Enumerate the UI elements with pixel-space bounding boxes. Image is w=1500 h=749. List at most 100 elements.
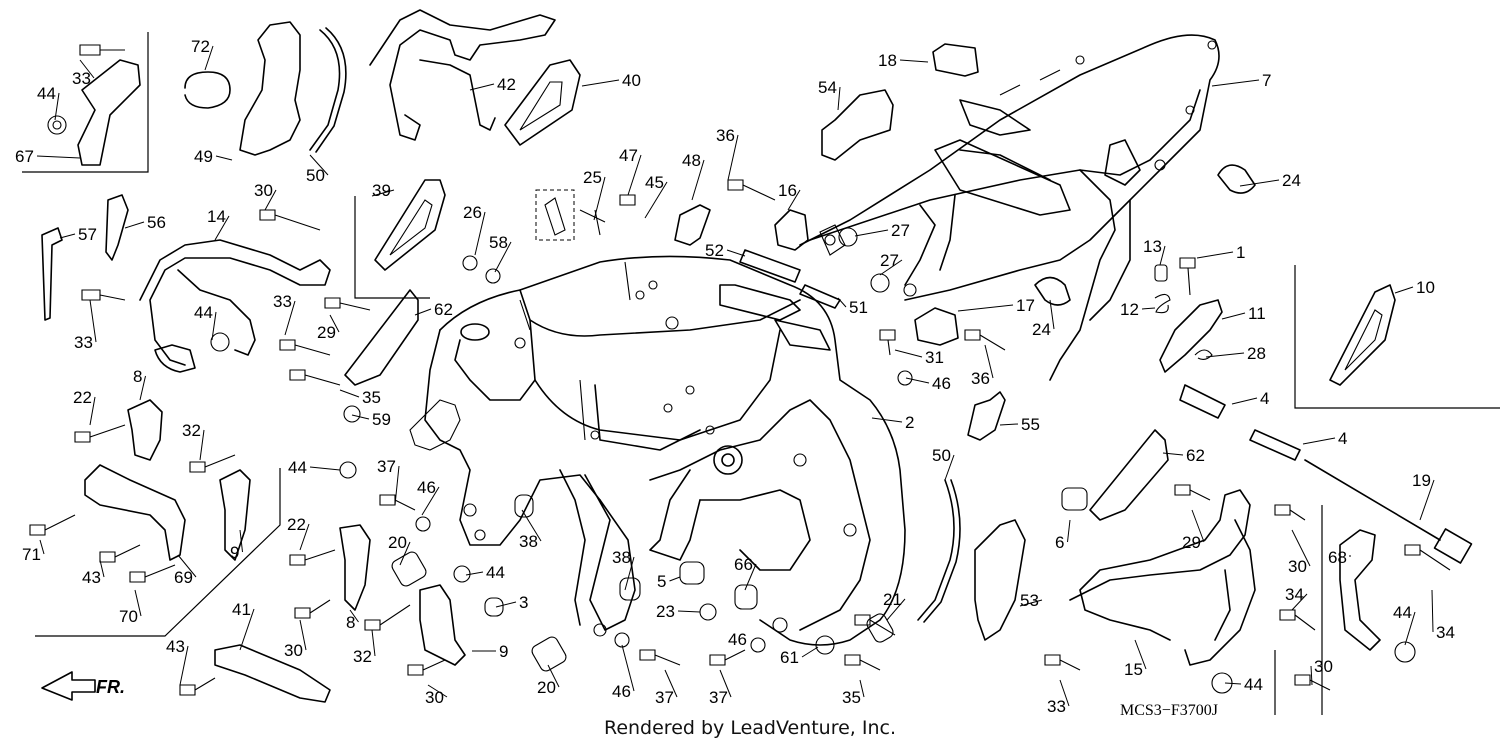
callout-c12: 12 xyxy=(1120,300,1139,319)
callout-c34b: 34 xyxy=(1436,623,1455,642)
callout-c43a: 43 xyxy=(82,568,101,587)
callout-leader-c62b xyxy=(1162,452,1184,456)
callout-leader-c37a xyxy=(394,465,400,506)
callout-c20b: 20 xyxy=(537,678,556,697)
callout-c44b: 44 xyxy=(194,303,213,322)
callout-leader-c30b xyxy=(299,619,307,651)
callout-c25: 25 xyxy=(583,168,602,187)
callout-leader-c41 xyxy=(239,608,255,651)
callout-c28: 28 xyxy=(1247,344,1266,363)
callout-c44a: 44 xyxy=(37,84,56,103)
callout-c30c: 30 xyxy=(425,688,444,707)
callout-leader-c59 xyxy=(351,414,370,420)
callout-leader-c61 xyxy=(801,646,819,658)
callout-leader-c30d xyxy=(1291,529,1311,567)
callout-leader-c33a xyxy=(79,59,95,79)
callout-c9b: 9 xyxy=(499,642,508,661)
callout-leader-c38a xyxy=(521,509,542,542)
callout-leader-c46b xyxy=(621,644,635,692)
callout-leader-c29b xyxy=(1191,509,1205,543)
callout-c69: 69 xyxy=(174,568,193,587)
callout-leader-c44e xyxy=(1224,682,1242,685)
callout-c33c: 33 xyxy=(273,292,292,311)
callout-c37a: 37 xyxy=(377,457,396,476)
callout-c6: 6 xyxy=(1055,533,1064,552)
callout-c30d: 30 xyxy=(1288,557,1307,576)
callout-c31: 31 xyxy=(925,348,944,367)
callout-c27a: 27 xyxy=(891,221,910,240)
callout-c57: 57 xyxy=(78,225,97,244)
callout-c39: 39 xyxy=(372,181,391,200)
group-frames xyxy=(22,32,1500,715)
callout-leader-c20b xyxy=(547,664,560,688)
callout-c15: 15 xyxy=(1124,660,1143,679)
callout-leader-c67 xyxy=(36,155,81,159)
callout-leader-c17 xyxy=(957,304,1014,312)
callout-leader-c12 xyxy=(1141,307,1156,310)
callout-c7: 7 xyxy=(1262,71,1271,90)
callout-c36b: 36 xyxy=(971,369,990,388)
callout-leader-c11 xyxy=(1221,312,1246,320)
callout-c8b: 8 xyxy=(346,613,355,632)
callout-leader-c22a xyxy=(89,396,96,426)
front-direction-label: FR. xyxy=(96,677,125,697)
callout-c50b: 50 xyxy=(932,446,951,465)
callout-leader-c30e xyxy=(1310,665,1313,686)
callout-c61: 61 xyxy=(780,648,799,667)
callout-c48: 48 xyxy=(682,151,701,170)
callout-c71: 71 xyxy=(22,545,41,564)
callout-leader-c70 xyxy=(134,589,142,617)
callout-c37c: 37 xyxy=(709,688,728,707)
small-parts xyxy=(29,9,1473,703)
callout-c23: 23 xyxy=(656,602,675,621)
callout-c55: 55 xyxy=(1021,415,1040,434)
callout-leader-c16 xyxy=(787,189,801,211)
callout-c18: 18 xyxy=(878,51,897,70)
callout-c59: 59 xyxy=(372,410,391,429)
callout-leader-c62a xyxy=(414,308,432,316)
callout-c46d: 46 xyxy=(932,374,951,393)
callout-c30b: 30 xyxy=(284,641,303,660)
callout-leader-c53 xyxy=(1019,599,1043,607)
callout-c10: 10 xyxy=(1416,278,1435,297)
callout-c20a: 20 xyxy=(388,533,407,552)
callout-leader-c40 xyxy=(581,79,620,87)
callout-labels: 1234456788991011121314151617181920202122… xyxy=(15,37,1455,716)
callout-leader-c46d xyxy=(905,377,930,384)
callout-c62b: 62 xyxy=(1186,446,1205,465)
callout-leader-c50b xyxy=(944,454,955,481)
callout-c30e: 30 xyxy=(1314,657,1333,676)
callout-leaders xyxy=(36,45,1435,707)
callout-leader-c22b xyxy=(299,523,310,551)
callout-leader-c37c xyxy=(719,669,732,698)
callout-leader-c30c xyxy=(427,684,448,698)
callout-c13: 13 xyxy=(1143,237,1162,256)
callout-c4b: 4 xyxy=(1338,429,1347,448)
callout-c33d: 33 xyxy=(1047,697,1066,716)
callout-leader-c15 xyxy=(1134,639,1147,670)
callout-leader-c26 xyxy=(474,211,486,256)
callout-leader-c33c xyxy=(284,300,296,336)
callout-leader-c66 xyxy=(744,563,757,591)
callout-c1: 1 xyxy=(1236,243,1245,262)
callout-leader-c32a xyxy=(199,429,205,461)
callout-leader-c24b xyxy=(1049,299,1055,330)
callout-c40: 40 xyxy=(622,71,641,90)
callout-leader-c42 xyxy=(469,83,495,91)
callout-leader-c30a xyxy=(264,189,277,211)
callout-leader-c57 xyxy=(59,233,76,239)
callout-leader-c36b xyxy=(984,344,994,379)
callout-c27b: 27 xyxy=(880,251,899,270)
callout-leader-c33b xyxy=(89,299,97,343)
callout-leader-c38b xyxy=(624,556,635,591)
callout-c68: 68 xyxy=(1328,548,1347,567)
callout-c54: 54 xyxy=(818,78,837,97)
callout-leader-c54 xyxy=(837,86,841,111)
callout-leader-c4a xyxy=(1231,397,1258,405)
callout-leader-c46a xyxy=(421,486,440,516)
callout-c32a: 32 xyxy=(182,421,201,440)
callout-c8a: 8 xyxy=(133,367,142,386)
callout-c22a: 22 xyxy=(73,388,92,407)
callout-leader-c25 xyxy=(593,176,606,221)
